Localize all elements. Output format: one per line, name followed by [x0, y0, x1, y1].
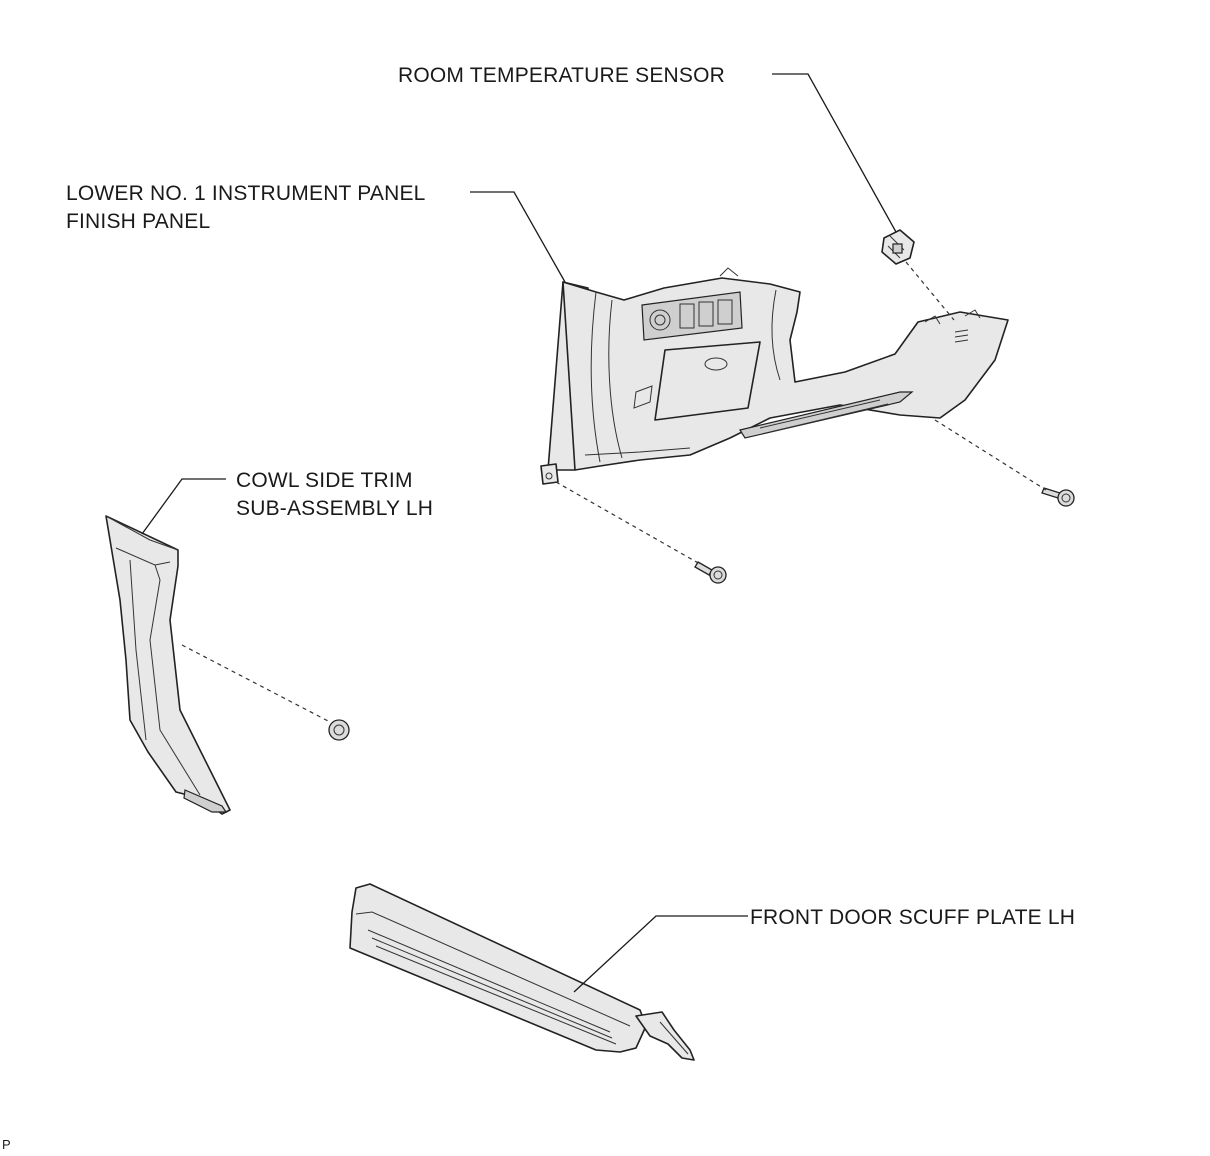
leader-room-temp-sensor	[772, 73, 897, 233]
dash-sensor	[905, 261, 955, 321]
label-cowl-side-trim-line1: COWL SIDE TRIM	[236, 469, 413, 492]
label-cowl-side-trim-line2: SUB-ASSEMBLY LH	[236, 497, 434, 520]
corner-mark: P	[2, 1137, 11, 1152]
leader-lower-panel	[470, 191, 566, 283]
clip-cowl	[328, 719, 350, 741]
leader-lines	[141, 73, 897, 993]
dash-bolt-center	[555, 481, 701, 565]
label-room-temperature-sensor: ROOM TEMPERATURE SENSOR	[398, 64, 726, 87]
label-front-door-scuff-plate: FRONT DOOR SCUFF PLATE LH	[750, 906, 1076, 929]
leader-scuff-plate	[573, 915, 748, 993]
label-lower-instrument-panel-line1: LOWER NO. 1 INSTRUMENT PANEL	[66, 182, 426, 205]
install-lines	[181, 261, 1047, 723]
lower-instrument-panel-finish-panel	[540, 267, 1009, 485]
dash-clip-cowl	[181, 644, 331, 723]
bolt-center	[694, 561, 727, 584]
cowl-side-trim-sub-assembly-lh	[105, 515, 231, 815]
room-temperature-sensor	[881, 229, 915, 265]
dash-bolt-right	[934, 419, 1047, 491]
front-door-scuff-plate-lh	[349, 883, 695, 1061]
bolt-right	[1041, 487, 1075, 507]
leader-cowl-side-trim	[141, 478, 226, 535]
label-lower-instrument-panel-line2: FINISH PANEL	[66, 210, 211, 233]
